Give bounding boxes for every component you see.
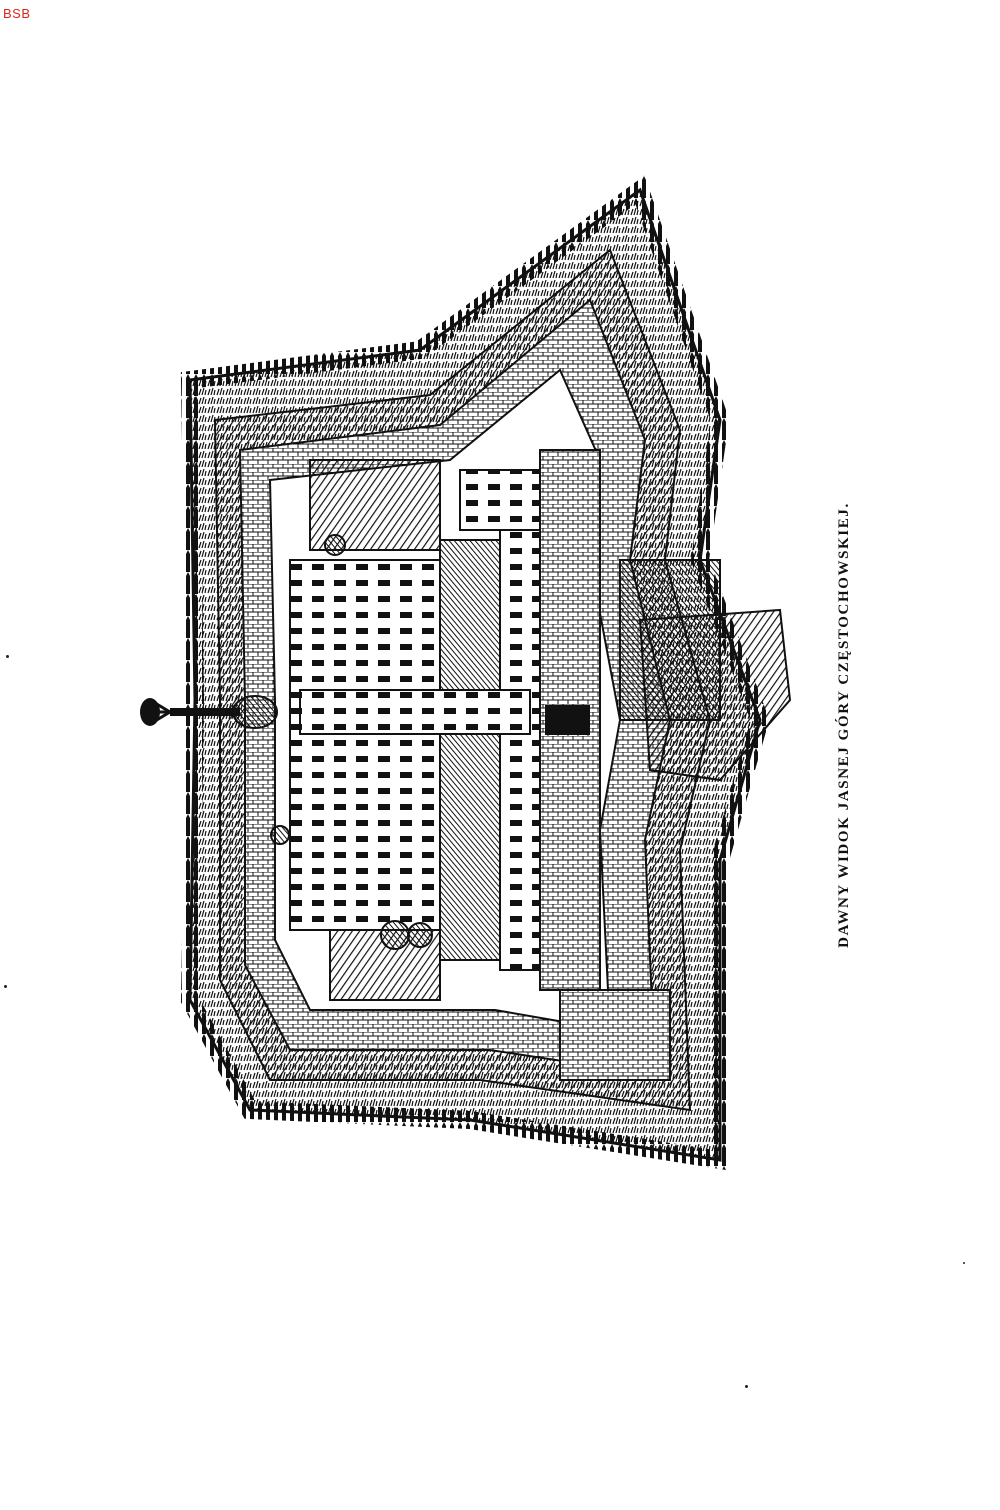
gate-outwork (545, 608, 792, 782)
scan-speck (4, 985, 7, 988)
library-watermark: BSB (3, 6, 31, 21)
scan-speck (745, 1385, 748, 1388)
church-tower (140, 689, 531, 735)
scan-speck (6, 655, 9, 658)
illustration-caption: DAWNY WIDOK JASNEJ GÓRY CZĘSTOCHOWSKIEJ. (836, 502, 852, 948)
domes (270, 534, 433, 950)
scan-speck (963, 1262, 965, 1264)
